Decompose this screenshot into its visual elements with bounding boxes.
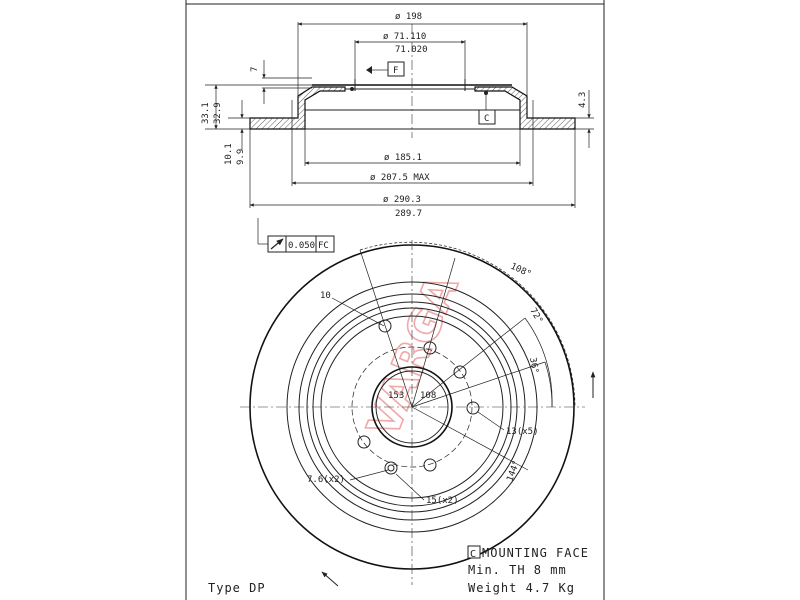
bolt-hole [423, 341, 437, 355]
tolerance-datum-box [315, 235, 335, 253]
angle-36: 36° [527, 357, 540, 375]
dim-71-020: 71.020 [395, 45, 428, 55]
mounting-face-text: MOUNTING FACE [482, 546, 589, 560]
type-label: Type DP [208, 581, 266, 595]
datum-f-box [387, 61, 405, 77]
bolt-hole-inner [387, 464, 395, 472]
angle-108: 108° [509, 262, 533, 280]
bolt-hole [384, 461, 398, 475]
datum-f-label: F [393, 66, 398, 76]
dim-9-9: 9.9 [236, 149, 246, 165]
dim-198: ø 198 [395, 12, 422, 22]
dim-10-1: 10.1 [224, 143, 234, 165]
dim-153: 153 [388, 391, 404, 401]
dim-71-110: ø 71.110 [383, 32, 426, 42]
notes-block: C MOUNTING FACE Min. TH 8 mm Weight 4.7 … [467, 545, 589, 595]
dim-33-1: 33.1 [201, 102, 211, 124]
bolt-hole [466, 401, 480, 415]
section-right [474, 86, 576, 130]
bolt-hole [423, 458, 437, 472]
hole-10-label: 10 [320, 291, 331, 301]
holes-15-label: 15(x2) [426, 496, 459, 506]
tolerance-value: 0.050 [288, 241, 315, 251]
bolt-hole [357, 435, 371, 449]
bolt-hole [378, 319, 392, 333]
tolerance-datum: FC [318, 241, 329, 251]
datum-c-box [478, 109, 496, 125]
holes-7-6-label: 7.6(x2) [307, 475, 345, 485]
front-view: 108° 72° 36° 144° 10 153 108 13(x5) 7.6(… [240, 240, 596, 587]
dim-289-7: 289.7 [395, 209, 422, 219]
dim-32-9: 32.9 [213, 102, 223, 124]
bolt-holes [357, 319, 480, 475]
dim-185-1: ø 185.1 [384, 153, 422, 163]
drawing-frame [185, 0, 605, 600]
dim-108: 108 [420, 391, 436, 401]
mounting-letter-box [467, 545, 481, 559]
datum-c-label: C [484, 114, 489, 124]
bolt-hole [453, 365, 467, 379]
min-thickness-text: Min. TH 8 mm [468, 563, 567, 577]
dim-290-3: ø 290.3 [383, 195, 421, 205]
dim-207-5: ø 207.5 MAX [370, 173, 430, 183]
holes-13-label: 13(x5) [506, 427, 539, 437]
dim-7: 7 [250, 67, 260, 72]
dim-4-3: 4.3 [578, 92, 588, 108]
mounting-letter: C [470, 549, 477, 560]
side-section-view: ø 198 ø 71.110 71.020 F C 7 33.1 32.9 10… [201, 12, 594, 253]
section-left [249, 86, 346, 130]
weight-text: Weight 4.7 Kg [468, 581, 575, 595]
